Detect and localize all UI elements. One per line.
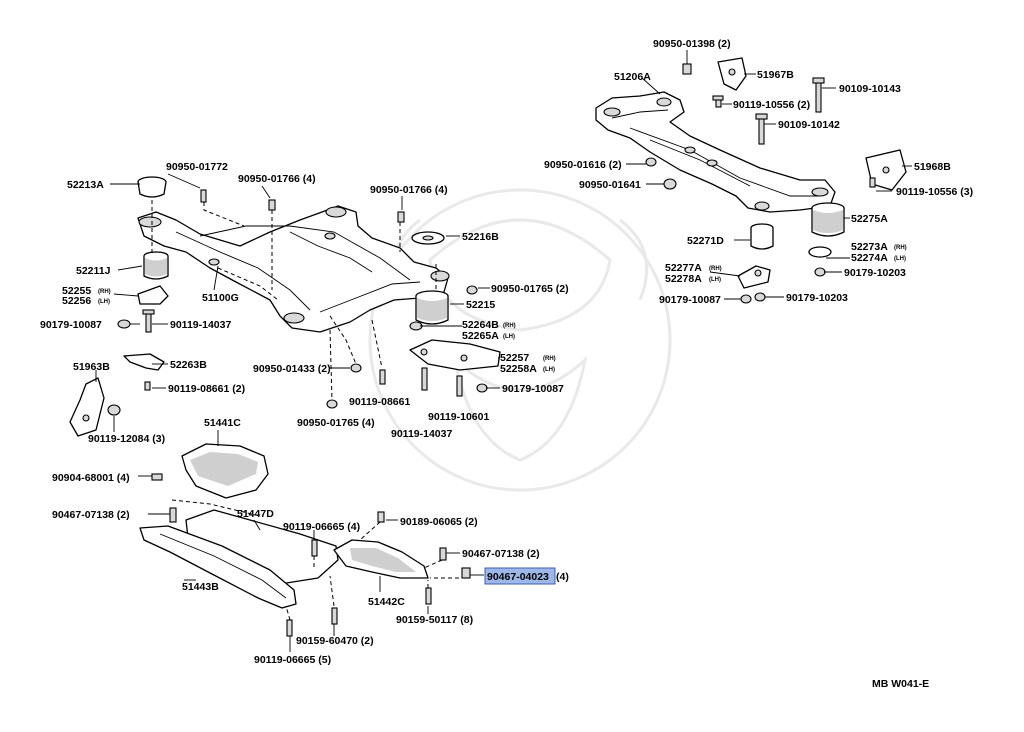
part-label: 51443B (182, 581, 219, 593)
part-label: 52216B (462, 231, 499, 243)
part-label: 90119-08661 (2) (168, 383, 245, 395)
part-label: 51441C (204, 417, 241, 429)
part-label: 90467-07138 (2) (462, 548, 540, 560)
part-label: 90119-12084 (3) (88, 433, 165, 445)
part-label: 52215 (466, 299, 495, 311)
part-label: 90950-01641 (579, 179, 641, 191)
side-mark: (RH) (98, 289, 111, 295)
part-label: 52256 (62, 295, 91, 307)
part-label: 52273A (851, 241, 888, 253)
part-label: 90950-01766 (4) (238, 173, 316, 185)
part-label: 90159-60470 (2) (296, 635, 374, 647)
part-label: 90179-10087 (40, 319, 102, 331)
diagram-code: MB W041-E (872, 678, 929, 690)
part-label: 52264B (462, 319, 499, 331)
part-label: 52277A (665, 262, 702, 274)
part-label: 90119-10556 (3) (896, 186, 973, 198)
part-label: 90119-14037 (170, 319, 231, 331)
front-dash-lines (151, 200, 437, 401)
part-label: 51967B (757, 69, 794, 81)
under-dash-lines (171, 499, 466, 621)
part-label: 52263B (170, 359, 207, 371)
highlighted-part-label: 90467-04023 (487, 571, 549, 583)
part-label: 90179-10203 (844, 267, 906, 279)
part-label: 90950-01433 (2) (253, 363, 331, 375)
part-label: 51100G (202, 292, 239, 304)
side-mark: (RH) (894, 245, 907, 251)
part-label: 90950-01398 (2) (653, 38, 731, 50)
part-label: 90109-10142 (778, 119, 840, 131)
part-label: 51963B (73, 361, 110, 373)
part-labels: 90950-01398 (2) 51206A 51967B 90109-1014… (40, 38, 973, 690)
part-label: 90950-01765 (4) (297, 417, 375, 429)
part-label: 52278A (665, 273, 702, 285)
front-subframe-51100G (137, 205, 450, 333)
part-label: 52211J (76, 265, 111, 277)
rear-hardware (645, 57, 907, 304)
side-mark: (LH) (98, 299, 110, 305)
part-label: 51206A (614, 71, 651, 83)
part-label: 51447D (237, 508, 274, 520)
side-mark: (LH) (709, 277, 721, 283)
part-label: 51968B (914, 161, 951, 173)
part-label: 51442C (368, 596, 405, 608)
side-mark: (RH) (709, 266, 722, 272)
side-mark: (RH) (503, 323, 516, 329)
front-leaders (95, 173, 500, 432)
part-label: 90179-10203 (786, 292, 848, 304)
part-label: 52271D (687, 235, 724, 247)
part-label: 52213A (67, 179, 104, 191)
front-hardware (69, 176, 501, 437)
side-mark: (LH) (543, 367, 555, 373)
part-label: 90189-06065 (2) (400, 516, 478, 528)
part-label: 90179-10087 (659, 294, 721, 306)
part-label: 52255 (62, 285, 91, 297)
highlighted-part-box (484, 567, 556, 585)
part-label: 52265A (462, 330, 499, 342)
part-label: 52257 (500, 352, 529, 364)
part-label: 90119-10601 (428, 411, 489, 423)
part-label: 52274A (851, 252, 888, 264)
part-label: 90950-01766 (4) (370, 184, 448, 196)
part-label: 90904-68001 (4) (52, 472, 130, 484)
side-mark: (LH) (894, 256, 906, 262)
part-label: 90119-14037 (391, 428, 452, 440)
part-label: 90119-06665 (4) (283, 521, 360, 533)
part-label: 90950-01616 (2) (544, 159, 622, 171)
part-label: 90467-07138 (2) (52, 509, 130, 521)
part-label: 90950-01772 (166, 161, 228, 173)
watermark-emblem (368, 188, 672, 492)
side-mark: (RH) (543, 356, 556, 362)
part-label: 90109-10143 (839, 83, 901, 95)
part-label: 90159-50117 (8) (396, 614, 473, 626)
rear-leaders (626, 50, 912, 300)
part-label: 90119-06665 (5) (254, 654, 331, 666)
part-label: 90179-10087 (502, 383, 564, 395)
side-mark: (LH) (503, 334, 515, 340)
part-label: 90119-08661 (349, 396, 410, 408)
part-label: 90119-10556 (2) (733, 99, 810, 111)
part-label: (4) (556, 571, 569, 583)
under-leaders (138, 430, 484, 652)
part-label: 90950-01765 (2) (491, 283, 569, 295)
part-label: 52258A (500, 363, 537, 375)
rear-crossmember-51206A (595, 91, 836, 213)
part-label: 52275A (851, 213, 888, 225)
under-covers (139, 443, 471, 637)
